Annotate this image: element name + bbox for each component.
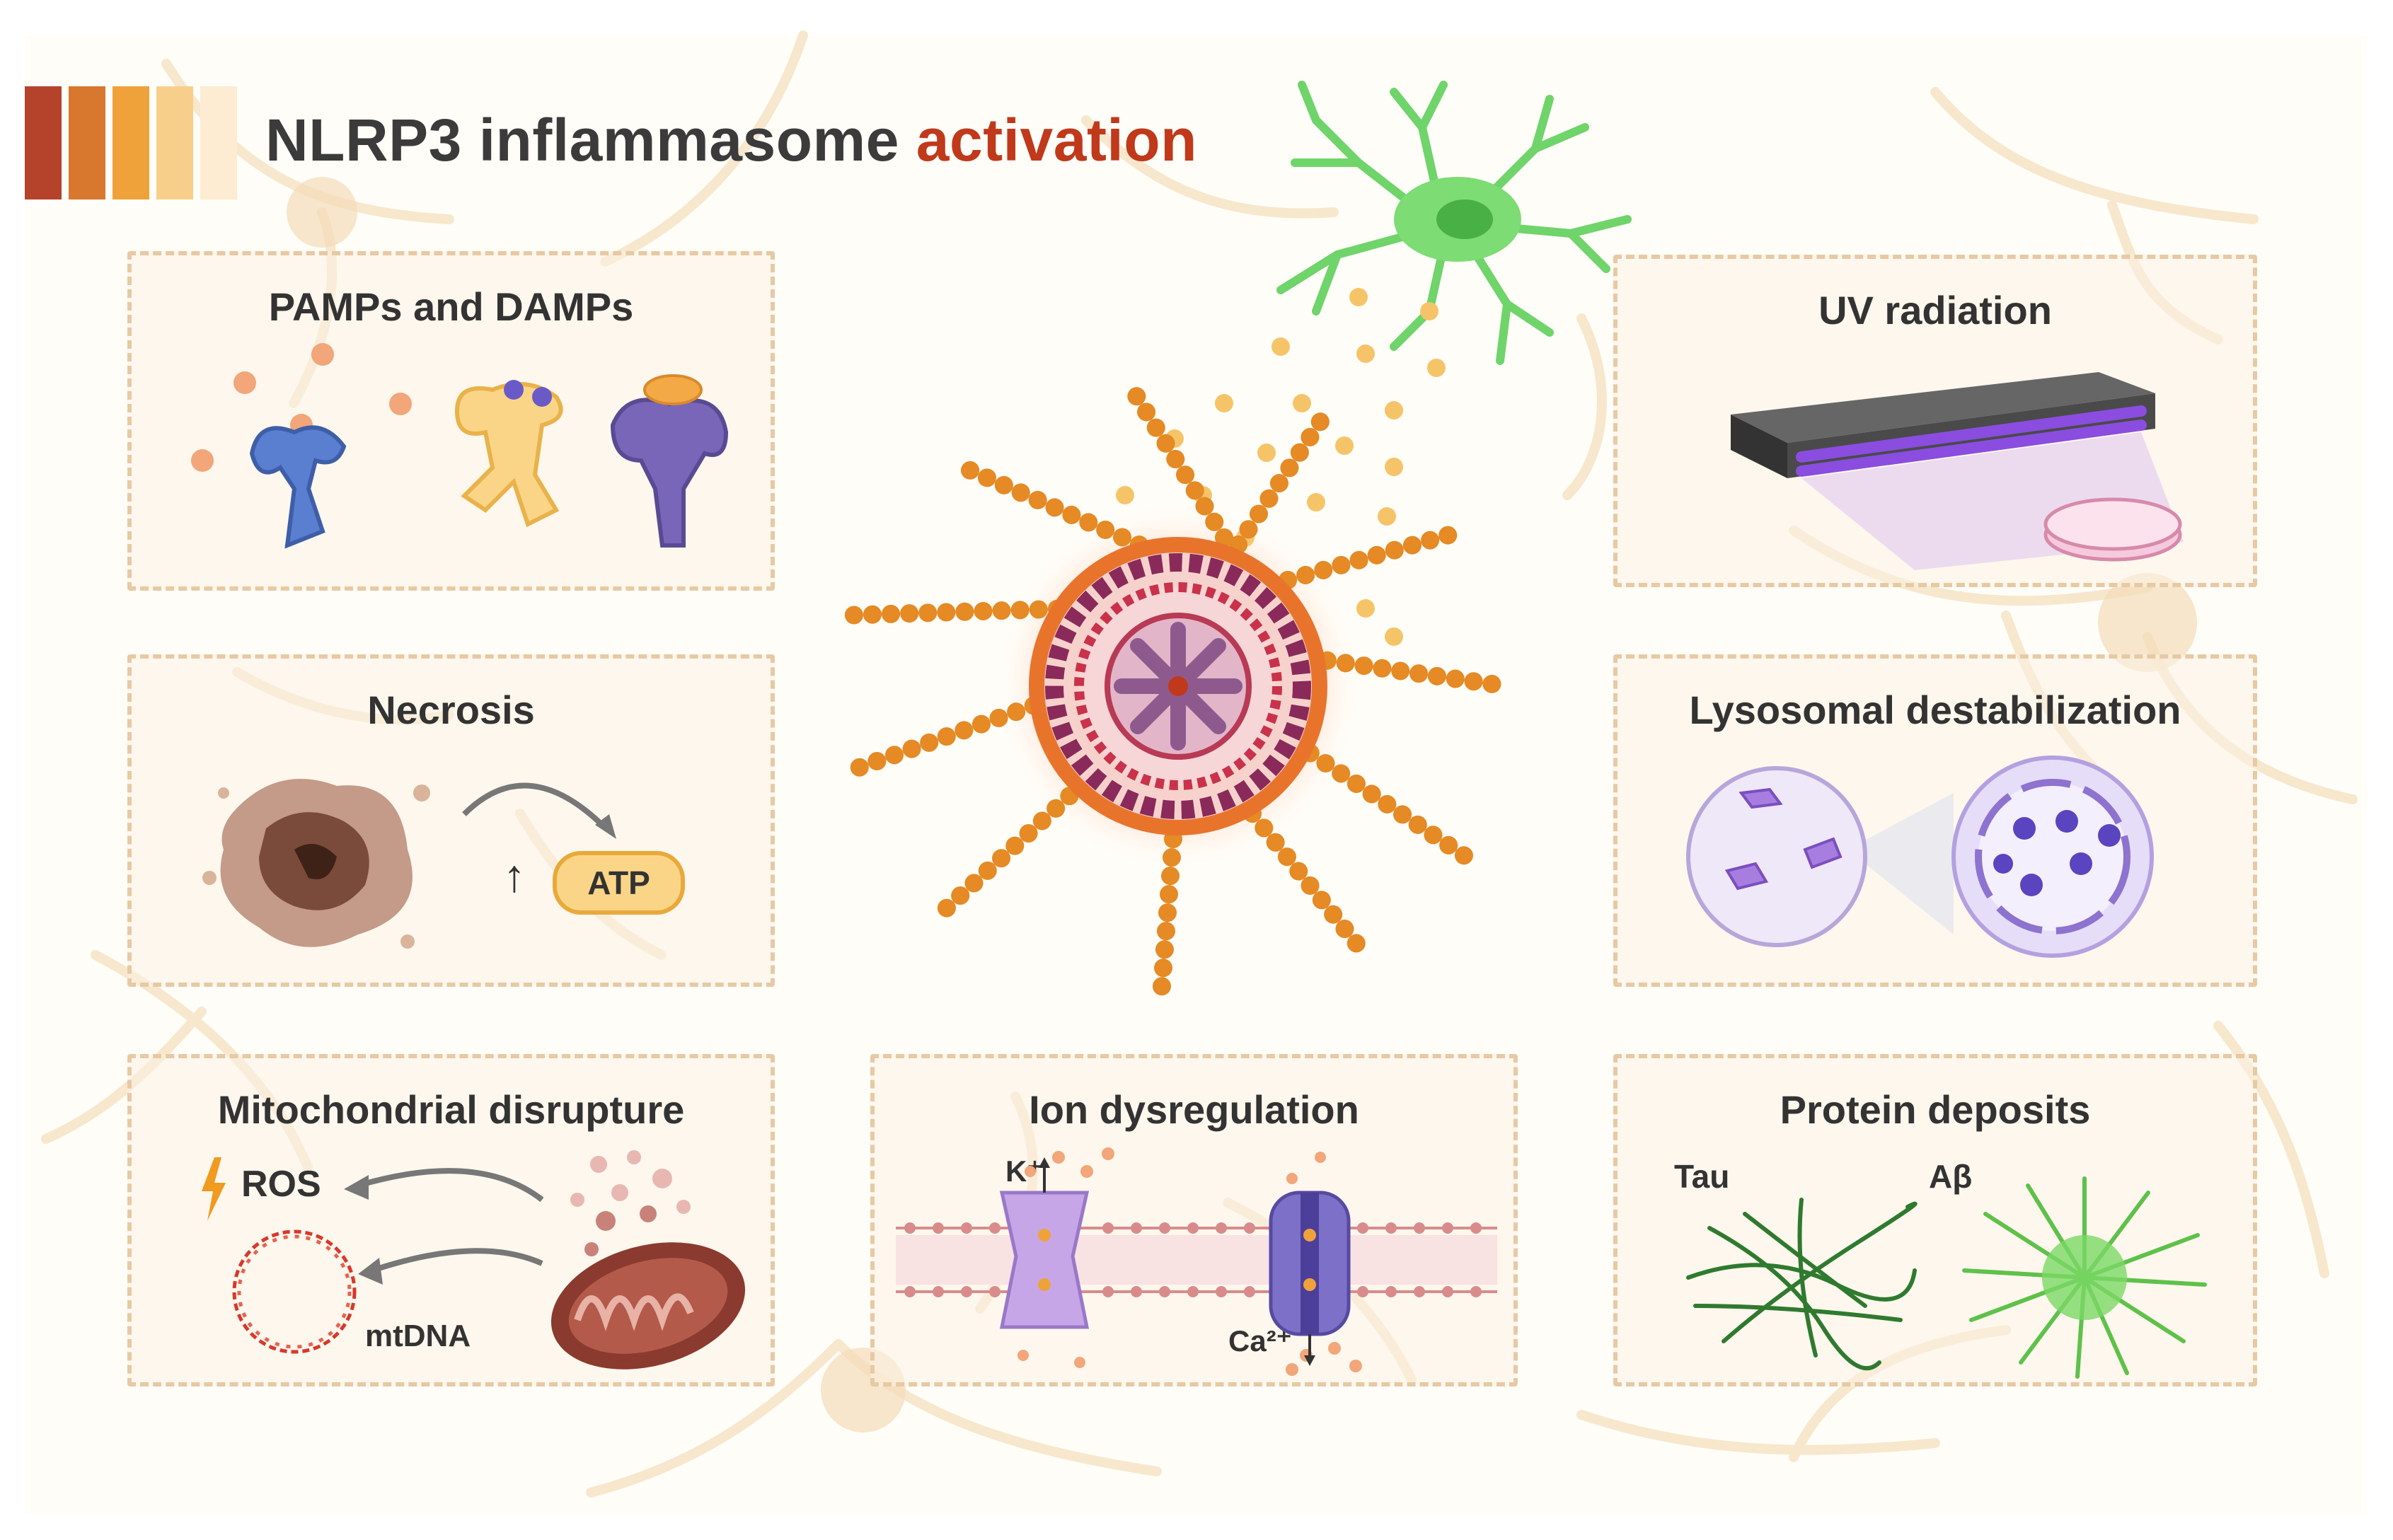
title-accent: activation [916,107,1197,173]
tau-tangle-icon [1686,1198,1918,1371]
title-main: NLRP3 inflammasome [265,107,899,173]
panel-lysosomal-destabilization: Lysosomal destabilization [1613,654,2257,987]
membrane-channels-icon [896,1147,1497,1376]
panel-title-mitochondrial: Mitochondrial disrupture [217,1087,685,1132]
panel-title-necrosis: Necrosis [367,688,535,732]
necrosis-arrow-icon [462,782,616,839]
receptor-icons [191,343,729,549]
nlrp3-inflammasome-icon [833,380,1516,1014]
ros-label: ROS [241,1164,321,1205]
mtdna-ring-icon [232,1229,357,1354]
panel-title-pamps-damps: PAMPs and DAMPs [268,284,634,329]
tau-label: Tau [1674,1158,1730,1195]
panel-necrosis: Necrosis ↑ ATP [127,654,775,987]
panel-mitochondrial-disrupture: Mitochondrial disrupture ROS mtDNA [127,1054,775,1386]
abeta-plaque-icon [1962,1176,2207,1379]
panel-title-uv-radiation: UV radiation [1818,288,2052,332]
abeta-label: Aβ [1929,1158,1973,1195]
potassium-label: K⁺ [1005,1154,1043,1188]
panel-ion-dysregulation: Ion dysregulation K⁺ Ca²⁺ [870,1054,1518,1386]
necrotic-cell-icon [202,779,430,949]
mitochondrion-icon [550,1150,746,1370]
mito-arrows-icon [344,1168,544,1285]
header-bar-2 [69,86,105,199]
atp-badge: ATP [553,851,685,915]
header-bar-1 [25,86,62,199]
figure-title: NLRP3 inflammasome activation [265,106,1197,175]
panel-title-lysosomal: Lysosomal destabilization [1689,688,2181,732]
lysosome-icon [1686,755,2154,958]
mtdna-label: mtDNA [365,1319,471,1353]
panel-protein-deposits: Protein deposits Tau Aβ [1613,1054,2257,1386]
header-bar-5 [200,86,237,199]
uv-lamp-icon [1731,372,2184,570]
lightning-icon [202,1157,226,1221]
header-color-bars [25,86,237,199]
microglia-cell-icon [1276,81,1632,365]
panel-uv-radiation: UV radiation [1613,255,2257,587]
panel-pamps-damps: PAMPs and DAMPs [127,251,775,591]
panel-title-ion: Ion dysregulation [1029,1087,1359,1132]
header-bar-4 [156,86,193,199]
panel-title-protein: Protein deposits [1780,1087,2091,1132]
atp-up-arrow: ↑ [503,850,526,901]
header-bar-3 [113,86,149,199]
